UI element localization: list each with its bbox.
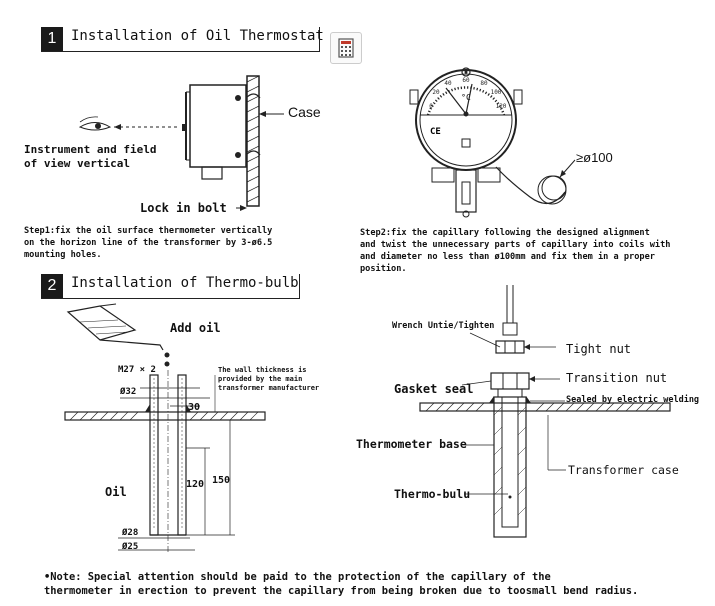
section-1-number: 1 bbox=[41, 27, 63, 51]
wrench-label: Wrench Untie/Tighten bbox=[392, 321, 495, 331]
oil-label: Oil bbox=[105, 485, 127, 499]
section-1-header: 1 Installation of Oil Thermostat bbox=[41, 27, 324, 52]
thermometer-base-label: Thermometer base bbox=[356, 437, 467, 451]
section-2-title: Installation of Thermo-bulb bbox=[71, 275, 299, 291]
figure-thermostat-mounting bbox=[78, 75, 284, 211]
tick-80: 80 bbox=[480, 80, 488, 87]
figure-bulb-installation bbox=[419, 285, 671, 538]
tick-20: 20 bbox=[432, 89, 440, 96]
instrument-label: Instrument and field bbox=[24, 143, 157, 156]
section-2-header: 2 Installation of Thermo-bulb bbox=[41, 274, 300, 299]
step2-line1: Step2:fix the capillary following the de… bbox=[360, 228, 650, 238]
view-label: of view vertical bbox=[24, 157, 130, 170]
add-oil-label: Add oil bbox=[170, 321, 221, 335]
note-line1: •Note: Special attention should be paid … bbox=[44, 571, 551, 583]
tick-0: 0 bbox=[429, 103, 433, 110]
case-label: Case bbox=[288, 104, 321, 120]
d28-label: Ø28 bbox=[122, 528, 139, 538]
tick-40: 40 bbox=[444, 80, 452, 87]
d32-label: Ø32 bbox=[120, 387, 137, 397]
gasket-label: Gasket seal bbox=[394, 382, 474, 396]
wall-line3: transformer manufacturer bbox=[218, 384, 320, 392]
tick-60: 60 bbox=[462, 77, 470, 84]
celsius-label: °C bbox=[461, 93, 471, 102]
step2-line4: position. bbox=[360, 264, 407, 274]
calculator-icon[interactable] bbox=[330, 32, 362, 64]
section-1-title: Installation of Oil Thermostat bbox=[71, 28, 324, 44]
step1-line1: Step1:fix the oil surface thermometer ve… bbox=[24, 226, 273, 236]
dim-150: 150 bbox=[212, 475, 231, 486]
tight-nut-label: Tight nut bbox=[566, 342, 632, 356]
figure-bulb-pocket bbox=[64, 303, 266, 552]
step2-line3: and diameter no less than ø100mm and fix… bbox=[360, 252, 655, 262]
d25-label: Ø25 bbox=[122, 542, 139, 552]
figure-gauge-capillary: 0 20 40 60 80 100 120 °C CE bbox=[409, 67, 576, 218]
wall-line2: provided by the main bbox=[218, 375, 303, 383]
thermo-bulb-label: Thermo-bulu bbox=[394, 487, 471, 501]
transition-nut-label: Transition nut bbox=[566, 371, 668, 385]
transformer-case-label: Transformer case bbox=[568, 463, 679, 477]
wall-line1: The wall thickness is bbox=[218, 366, 307, 374]
section-2-number: 2 bbox=[41, 274, 63, 298]
note-line2: thermometer in erection to prevent the c… bbox=[44, 585, 639, 597]
dim-120: 120 bbox=[186, 479, 205, 490]
tick-120: 120 bbox=[496, 103, 507, 110]
step1-line2: on the horizon line of the transformer b… bbox=[24, 238, 273, 248]
step1-line3: mounting holes. bbox=[24, 250, 102, 260]
diameter-label: ≥ø100 bbox=[576, 150, 613, 165]
lock-bolt-label: Lock in bolt bbox=[140, 201, 227, 215]
tick-100: 100 bbox=[491, 89, 502, 96]
ce-mark: CE bbox=[430, 127, 441, 137]
dim-30: 30 bbox=[188, 402, 201, 413]
sealed-label: Sealed by electric welding bbox=[566, 395, 700, 405]
step2-line2: and twist the unnecessary parts of capil… bbox=[360, 240, 671, 250]
m27-label: M27 × 2 bbox=[118, 365, 156, 375]
